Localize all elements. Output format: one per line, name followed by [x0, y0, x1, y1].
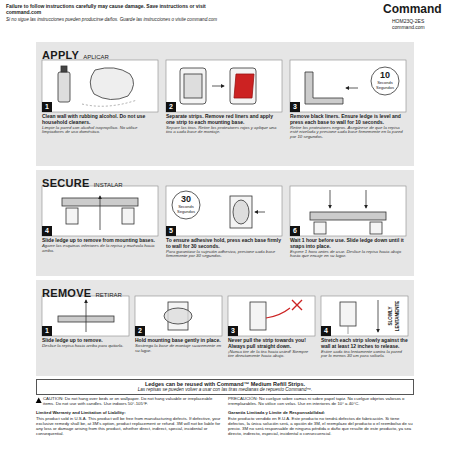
step-number: 1	[42, 102, 52, 112]
section-title: SECURE	[42, 177, 90, 189]
label-text: 10	[370, 71, 400, 80]
label-text: 30	[171, 195, 201, 204]
label-text: SLOWLY	[389, 307, 394, 326]
caption-spanish: Separe las tiras. Retire los protectores…	[166, 126, 282, 136]
label-text: CAUTION: Do not hang over beds or on wal…	[43, 397, 223, 407]
step-number: 5	[166, 226, 176, 236]
caption-spanish: Deslice la repisa hacia arriba para quit…	[42, 344, 129, 349]
step-caption: Separate strips. Remove red liners and a…	[166, 114, 282, 135]
caption-spanish: Retire los protectores negros. Asegúrese…	[290, 126, 406, 141]
label-text: HOM23Q-2ES	[392, 19, 446, 25]
label-text: PRECAUCIÓN: No cuelgue sobre camas ni so…	[228, 397, 414, 407]
caption-spanish: Estire cada tira lentamente contra la pa…	[321, 350, 408, 360]
caption-english: Remove black liners. Ensure ledge is lev…	[290, 114, 406, 126]
image-frames	[42, 60, 408, 336]
step-number: 2	[166, 102, 176, 112]
step-caption: Never pull the strip towards you! Always…	[228, 338, 315, 359]
section-title: APPLY	[42, 49, 79, 61]
step-caption: Clean wall with rubbing alcohol. Do not …	[42, 114, 158, 135]
step-caption: Remove black liners. Ensure ledge is lev…	[290, 114, 406, 140]
caption-english: Separate strips. Remove red liners and a…	[166, 114, 282, 126]
label-text: LENTAMENTE	[396, 301, 401, 331]
section-panel: APPLYAPLICAR1Clean wall with rubbing alc…	[36, 42, 414, 166]
caption-spanish: Espere 1 hora antes de usar. Deslice la …	[290, 250, 406, 260]
step-caption: Slide ledge up to remove.Deslice la repi…	[42, 338, 129, 349]
step-card: 2Hold mounting base gently in place.Sost…	[135, 296, 222, 375]
caption-spanish: Sostenga la base de montaje suavemente e…	[135, 344, 222, 354]
step-card: 2Separate strips. Remove red liners and …	[166, 60, 282, 164]
caption-spanish: Para garantizar la sujeción adhesiva, pr…	[166, 250, 282, 260]
label-text: Command	[383, 3, 445, 17]
label-text: This product sold in U.S.A. This product…	[36, 417, 222, 437]
label-text: Seconds	[370, 81, 400, 85]
section-title-row: SECURE INSTALAR	[42, 173, 123, 191]
step-caption: Slide ledge up to remove from mounting b…	[42, 238, 158, 254]
section-title-row: APPLY APLICAR	[42, 45, 109, 63]
caption-english: Never pull the strip towards you! Always…	[228, 338, 315, 350]
step-caption: Stretch each strip slowly against the wa…	[321, 338, 408, 359]
step-number: 1	[42, 326, 52, 336]
step-card: 4Slide ledge up to remove from mounting …	[42, 186, 158, 274]
step-caption: Wait 1 hour before use. Slide ledge down…	[290, 238, 406, 259]
section-title-row: REMOVE RETIRAR	[42, 283, 122, 301]
section-panel: SECUREINSTALAR4Slide ledge up to remove …	[36, 170, 414, 276]
label-text: Limited Warranty and Limitation of Liabi…	[36, 411, 222, 416]
label-text: command.com	[392, 25, 446, 31]
step-number: 4	[321, 326, 331, 336]
caption-english: To ensure adhesive hold, press each base…	[166, 238, 282, 250]
caption-english: Wait 1 hour before use. Slide ledge down…	[290, 238, 406, 250]
section-panel: REMOVERETIRAR1Slide ledge up to remove.D…	[36, 280, 414, 376]
step-card: 6Wait 1 hour before use. Slide ledge dow…	[290, 186, 406, 274]
section-title: REMOVE	[42, 287, 91, 299]
label-text: Garantía Limitada y Límite de Responsabi…	[228, 411, 414, 416]
label-text: Segundos	[370, 86, 400, 90]
step-caption: Hold mounting base gently in place.Soste…	[135, 338, 222, 354]
step-number: 3	[228, 326, 238, 336]
section-subtitle: INSTALAR	[94, 182, 123, 188]
note-english: Ledges can be reused with Command™ Mediu…	[41, 381, 409, 387]
step-drawings	[58, 66, 399, 334]
section-subtitle: APLICAR	[83, 54, 109, 60]
caption-spanish: ¡Nunca tire de la tira hacia usted! Siem…	[228, 350, 315, 360]
step-card: 3Never pull the strip towards you! Alway…	[228, 296, 315, 375]
step-number: 2	[135, 326, 145, 336]
step-number: 3	[290, 102, 300, 112]
section-grounds	[36, 42, 414, 376]
section-subtitle: RETIRAR	[95, 292, 121, 298]
step-caption: To ensure adhesive hold, press each base…	[166, 238, 282, 259]
step-number: 6	[290, 226, 300, 236]
step-card: 1Slide ledge up to remove.Deslice la rep…	[42, 296, 129, 375]
warning-symbol	[36, 398, 42, 403]
step-number: 4	[42, 226, 52, 236]
caption-english: Clean wall with rubbing alcohol. Do not …	[42, 114, 158, 126]
caption-english: Stretch each strip slowly against the wa…	[321, 338, 408, 350]
label-text: Segundos	[171, 210, 201, 214]
note-spanish: Las repisas se pueden volver a usar con …	[41, 387, 409, 392]
label-text: Este producto vendido en E.U.A. Este pro…	[228, 417, 414, 437]
label-text: Seconds	[171, 205, 201, 209]
caption-spanish: Limpie la pared con alcohol isopropílico…	[42, 126, 158, 136]
caption-spanish: Agarre las esquinas inferiores de la rep…	[42, 244, 158, 254]
label-text: Si no sigue las instrucciones pueden pro…	[6, 17, 238, 22]
note-box: Ledges can be reused with Command™ Mediu…	[36, 379, 414, 395]
step-card: 1Clean wall with rubbing alcohol. Do not…	[42, 60, 158, 164]
label-text: Failure to follow instructions carefully…	[6, 4, 238, 16]
